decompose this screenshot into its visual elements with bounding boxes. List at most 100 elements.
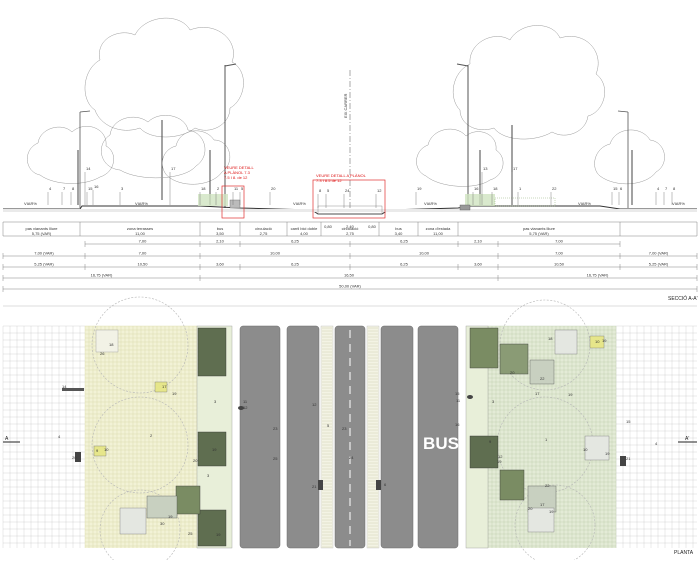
- dimension-value: 6,25: [400, 262, 409, 267]
- detail-note-center: VEURE DETALL A PLÀNOL 7.3 I 8.5 de 12: [316, 173, 367, 183]
- plan-callout: 18: [109, 342, 114, 347]
- total-dimension: 50,00 (VAR): [339, 284, 361, 289]
- tree-right-large: [416, 25, 665, 205]
- section-callout: 5: [241, 186, 244, 191]
- plan-callout: 20: [510, 370, 515, 375]
- plan-callout: 26: [100, 351, 105, 356]
- dimension-value: 7,00: [139, 251, 148, 256]
- zone-width: 4,00: [300, 231, 309, 236]
- plan-callout: 4: [655, 441, 658, 446]
- plan-callout: 3: [214, 399, 217, 404]
- dimension-value: 10,00: [270, 251, 281, 256]
- tree-left-medium: [27, 126, 231, 205]
- plan-callout: 18: [548, 336, 553, 341]
- bus-lane-right: [417, 325, 459, 549]
- plan-callout: 3: [207, 473, 210, 478]
- section-callout: 8: [319, 188, 322, 193]
- section-callout: 20: [271, 186, 276, 191]
- street-cross-section: EIX CARRER VEURE DETALL A PLÀNOL 7.3 7.5…: [2, 17, 698, 307]
- dimension-value: 3,60: [474, 262, 483, 267]
- street-plan-view: BUS A A' 2618144201719231920193930251910…: [2, 296, 697, 565]
- svg-text:VIAR%: VIAR%: [24, 201, 37, 206]
- plan-callout: 19: [168, 514, 173, 519]
- section-callout: 18: [493, 186, 498, 191]
- plan-callout: 19: [549, 509, 554, 514]
- plan-callout: 9: [489, 439, 492, 444]
- section-callout: 7: [63, 186, 66, 191]
- bus-lane-left: [239, 325, 281, 549]
- plan-callout: 11: [243, 399, 248, 404]
- plan-callout: 22: [540, 376, 545, 381]
- plan-callout: 21: [626, 456, 631, 461]
- section-callout: 7: [665, 186, 668, 191]
- section-callout: 13: [483, 166, 488, 171]
- tree-left-large: [84, 17, 244, 200]
- section-callout: 16: [94, 184, 99, 189]
- dimension-value: 7,00 (VAR): [649, 251, 669, 256]
- dimension-value: 6,25: [400, 239, 409, 244]
- section-callout: 16: [474, 186, 479, 191]
- dimension-value: 6,25: [291, 262, 300, 267]
- plan-callout: 19: [216, 532, 221, 537]
- svg-text:VIAR%: VIAR%: [578, 201, 591, 206]
- zone-width: 11,00: [135, 231, 145, 236]
- section-callout: 3: [121, 186, 124, 191]
- plan-callout: 9: [96, 448, 99, 453]
- plan-callout: 3: [492, 399, 495, 404]
- section-callout: 4: [657, 186, 660, 191]
- svg-text:VIAR%: VIAR%: [293, 201, 306, 206]
- plan-callout: 4: [58, 434, 61, 439]
- zone-name: circulació: [342, 226, 359, 231]
- plan-callout: 25: [188, 531, 193, 536]
- plan-callout: 22: [545, 483, 550, 488]
- section-callout: 4: [49, 186, 52, 191]
- dimension-value: 6,25: [291, 239, 300, 244]
- dimension-value: 3,60: [216, 262, 225, 267]
- section-callout: 8: [72, 186, 75, 191]
- section-callout: 8: [673, 186, 676, 191]
- plan-callout: 15: [626, 419, 631, 424]
- zone-name: pas vianants lliure: [523, 226, 556, 231]
- plan-callout: 12: [312, 402, 317, 407]
- bus-lane-marking: BUS: [423, 434, 459, 453]
- section-callout: 1: [519, 186, 522, 191]
- zone-width: 2,75: [346, 231, 355, 236]
- plan-callout: 17: [535, 391, 540, 396]
- bike-lane-dimension: 2,40: [346, 224, 355, 229]
- plan-callout: 11: [456, 398, 461, 403]
- section-callout: 19: [417, 186, 422, 191]
- section-title: SECCIÓ A-A': [668, 295, 698, 302]
- section-callout: 5: [327, 188, 330, 193]
- plan-callout: 20: [72, 455, 77, 460]
- section-callout: 14: [86, 166, 91, 171]
- dimension-value: 16,75 (VAR): [587, 273, 609, 278]
- svg-text:7.3 I 8.5 de 12: 7.3 I 8.5 de 12: [316, 178, 342, 183]
- plan-callout: 23: [273, 426, 278, 431]
- plan-callout: 25: [273, 456, 278, 461]
- plan-callout: 30: [160, 521, 165, 526]
- section-callout: 18: [201, 186, 206, 191]
- plan-callout: 2: [150, 433, 153, 438]
- section-callout: 15: [88, 186, 93, 191]
- plan-title: PLANTA: [674, 550, 694, 556]
- bike-lane: [334, 325, 366, 549]
- plan-callout: 14: [62, 384, 67, 389]
- zone-name: circulació: [255, 226, 272, 231]
- section-callout: 2: [217, 186, 220, 191]
- traffic-lane-left: [286, 325, 320, 549]
- detail-note-left: VEURE DETALL A PLÀNOL 7.3 7.5 I 8. de 12: [224, 165, 254, 180]
- svg-text:A: A: [5, 436, 9, 442]
- plan-callout: 1: [545, 437, 548, 442]
- plan-callout: 19: [568, 392, 573, 397]
- zone-name: zona d'estada: [426, 226, 452, 231]
- plan-callout: 21: [312, 484, 317, 489]
- plan-callout: 12: [243, 405, 248, 410]
- svg-text:VIAR%: VIAR%: [672, 201, 685, 206]
- svg-text:VEURE DETALL A PLÀNOL: VEURE DETALL A PLÀNOL: [316, 173, 367, 178]
- dimension-value: 7,00: [139, 239, 148, 244]
- svg-text:7.5 I 8. de 12: 7.5 I 8. de 12: [224, 175, 248, 180]
- section-callout: 17: [513, 166, 518, 171]
